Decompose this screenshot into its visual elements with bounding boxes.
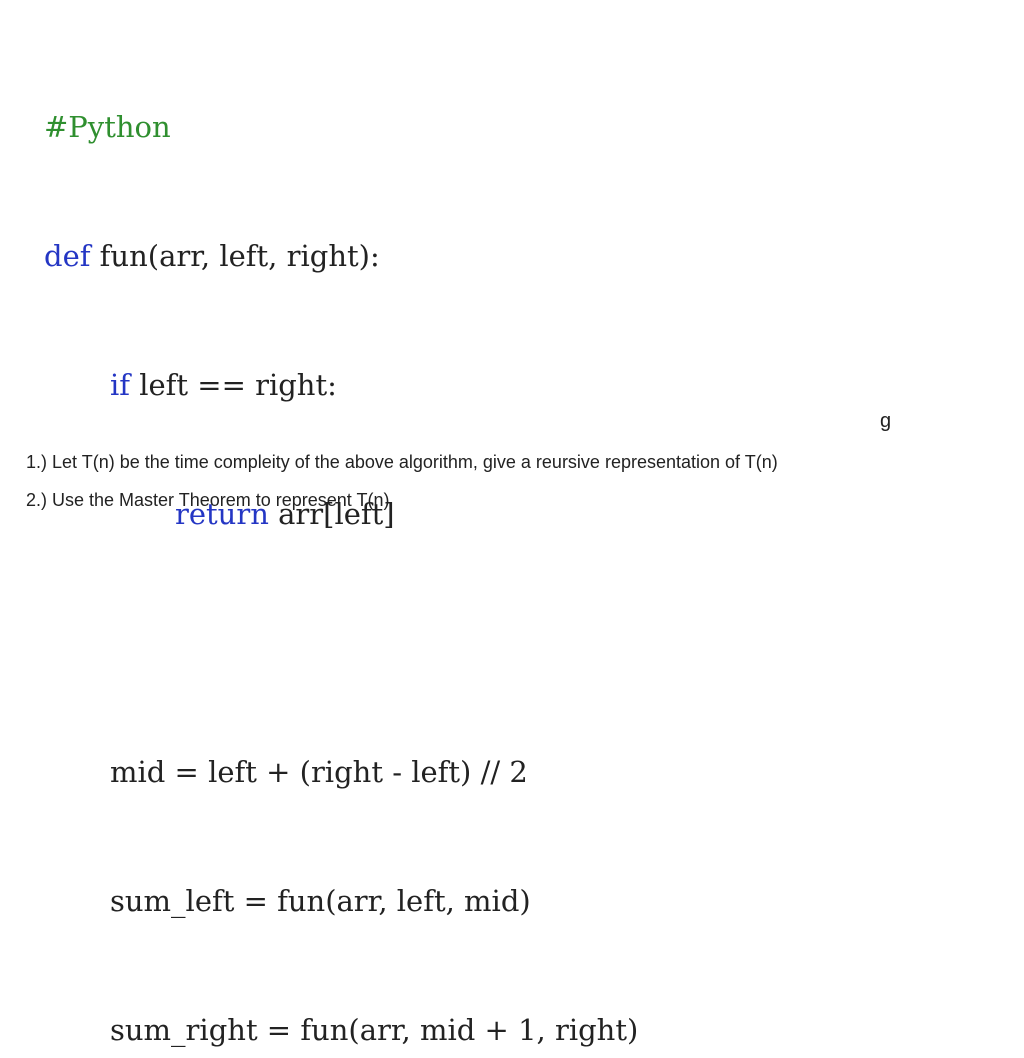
code-line-def: def fun(arr, left, right): bbox=[44, 235, 638, 278]
keyword-return: return bbox=[175, 497, 269, 531]
code-line-mid: mid = left + (right - left) // 2 bbox=[110, 755, 528, 789]
code-text: arr[left] bbox=[268, 497, 395, 531]
code-line-sum-right: sum_right = fun(arr, mid + 1, right) bbox=[110, 1013, 639, 1047]
code-text: fun(arr, left, right): bbox=[90, 239, 380, 273]
code-line-if: if left == right: bbox=[44, 364, 638, 407]
keyword-if: if bbox=[110, 368, 131, 402]
question-1: 1.) Let T(n) be the time compleity of th… bbox=[26, 452, 778, 472]
code-text: left == right: bbox=[130, 368, 337, 402]
code-line-return: return arr[left] bbox=[44, 493, 638, 536]
question-2: 2.) Use the Master Theorem to represent … bbox=[26, 490, 390, 510]
comment-text: #Python bbox=[44, 110, 171, 144]
code-blank-line bbox=[44, 622, 638, 665]
stray-character: g bbox=[880, 410, 892, 432]
code-line-sum-left: sum_left = fun(arr, left, mid) bbox=[110, 884, 531, 918]
code-comment: #Python bbox=[44, 106, 638, 149]
code-block: #Python def fun(arr, left, right): if le… bbox=[44, 20, 638, 1058]
keyword-def: def bbox=[44, 239, 91, 273]
